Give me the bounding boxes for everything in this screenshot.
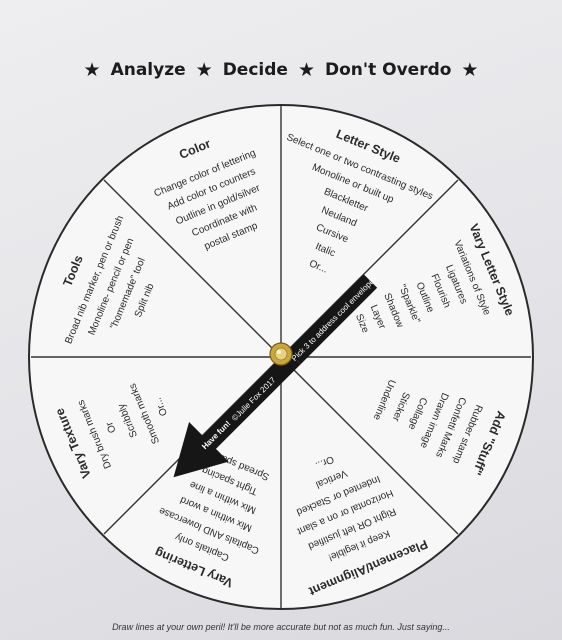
brad-fastener-icon	[269, 342, 293, 366]
header-dont-overdo: Don't Overdo	[324, 60, 452, 80]
divider-line	[280, 356, 459, 535]
header-decide: Decide	[222, 60, 288, 80]
divider-line	[103, 179, 282, 358]
star-icon: ★	[195, 59, 213, 81]
pointer-head	[173, 350, 301, 478]
section-item: Or	[104, 419, 119, 434]
star-icon: ★	[297, 59, 315, 81]
star-icon: ★	[83, 59, 101, 81]
pointer-tail	[287, 274, 378, 365]
header-analyze: Analyze	[110, 60, 186, 80]
footer-note: Draw lines at your own peril! It'll be m…	[112, 622, 450, 632]
star-icon: ★	[461, 59, 479, 81]
header-banner: ★ Analyze ★ Decide ★ Don't Overdo ★	[0, 52, 562, 88]
